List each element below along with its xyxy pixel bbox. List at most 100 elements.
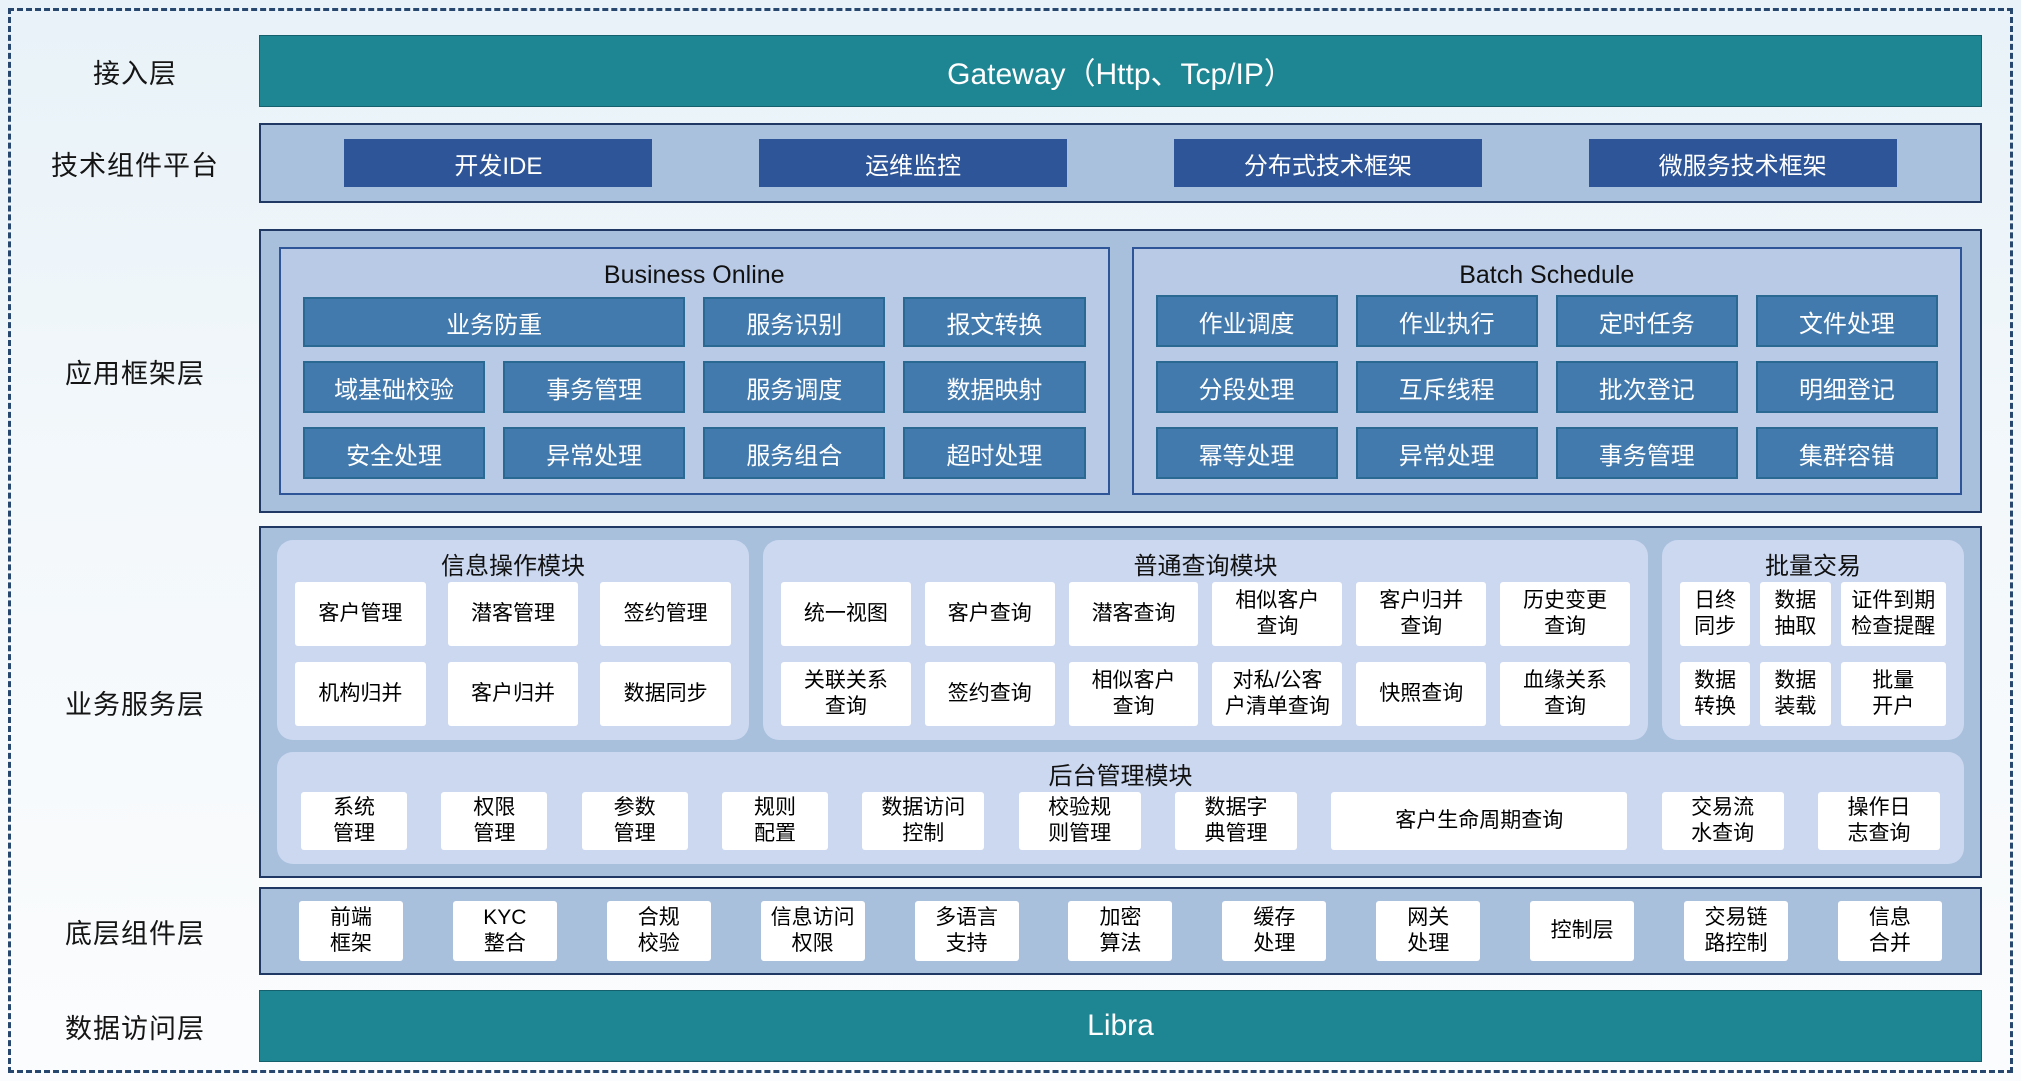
batch-schedule-item: 幂等处理 xyxy=(1155,427,1338,479)
batch-schedule-rows: 作业调度作业执行定时任务文件处理分段处理互斥线程批次登记明细登记幂等处理异常处理… xyxy=(1155,295,1938,479)
business-online-row1: 业务防重服务识别报文转换 xyxy=(303,297,1086,347)
admin-module-item: 操作日 志查询 xyxy=(1817,792,1940,850)
info-operation-item: 客户归并 xyxy=(447,662,579,726)
admin-module-item: 校验规 则管理 xyxy=(1018,792,1141,850)
libra-bar: Libra xyxy=(259,990,1982,1062)
business-online-panel: Business Online 业务防重服务识别报文转换 域基础校验事务管理服务… xyxy=(279,247,1110,495)
business-service-label: 业务服务层 xyxy=(65,689,205,720)
band-access-layer: 接入层 Gateway（Http、Tcp/IP） xyxy=(11,35,1982,107)
base-component-item: 控制层 xyxy=(1530,901,1635,961)
business-online-item: 事务管理 xyxy=(503,361,686,413)
base-component-item: 信息访问 权限 xyxy=(760,901,865,961)
ordinary-query-item: 统一视图 xyxy=(781,582,911,646)
admin-module-item: 参数 管理 xyxy=(581,792,688,850)
app-framework-label: 应用框架层 xyxy=(65,358,205,389)
batch-transaction-grid: 日终 同步数据 抽取证件到期 检查提醒数据 转换数据 装载批量 开户 xyxy=(1680,582,1946,726)
business-online-item: 报文转换 xyxy=(903,297,1086,347)
batch-schedule-item: 集群容错 xyxy=(1755,427,1938,479)
tech-platform-strip: 开发IDE 运维监控 分布式技术框架 微服务技术框架 xyxy=(259,123,1982,203)
band-tech-platform: 技术组件平台 开发IDE 运维监控 分布式技术框架 微服务技术框架 xyxy=(11,123,1982,203)
business-online-item: 数据映射 xyxy=(903,361,1086,413)
ordinary-query-title: 普通查询模块 xyxy=(1133,552,1278,580)
batch-schedule-item: 定时任务 xyxy=(1555,295,1738,347)
tech-component: 分布式技术框架 xyxy=(1173,139,1482,187)
admin-module-title: 后台管理模块 xyxy=(1048,762,1193,790)
ordinary-query-item: 客户归并 查询 xyxy=(1356,582,1487,646)
app-framework-strip: Business Online 业务防重服务识别报文转换 域基础校验事务管理服务… xyxy=(259,229,1982,513)
business-online-item: 异常处理 xyxy=(503,427,686,479)
batch-schedule-item: 作业调度 xyxy=(1155,295,1338,347)
base-component-item: 前端 框架 xyxy=(299,901,403,961)
batch-schedule-item: 事务管理 xyxy=(1555,427,1738,479)
batch-schedule-item: 互斥线程 xyxy=(1355,361,1538,413)
band-app-framework: 应用框架层 Business Online 业务防重服务识别报文转换 域基础校验… xyxy=(11,229,1982,513)
tech-platform-label: 技术组件平台 xyxy=(51,150,219,181)
info-operation-title: 信息操作模块 xyxy=(441,552,585,580)
batch-transaction-item: 批量 开户 xyxy=(1840,662,1946,726)
band-data-access: 数据访问层 Libra xyxy=(11,990,1982,1062)
admin-module: 后台管理模块 系统 管理权限 管理参数 管理规则 配置数据访问 控制校验规 则管… xyxy=(277,752,1964,864)
info-operation-item: 签约管理 xyxy=(600,582,731,646)
business-online-item: 超时处理 xyxy=(903,427,1086,479)
ordinary-query-module: 普通查询模块 统一视图客户查询潜客查询相似客户 查询客户归并 查询历史变更 查询… xyxy=(763,540,1648,740)
batch-transaction-item: 数据 转换 xyxy=(1680,662,1751,726)
business-online-item: 安全处理 xyxy=(303,427,486,479)
base-component-item: 交易链 路控制 xyxy=(1684,901,1789,961)
admin-module-item: 交易流 水查询 xyxy=(1661,792,1784,850)
info-operation-item: 数据同步 xyxy=(600,662,731,726)
admin-module-row: 系统 管理权限 管理参数 管理规则 配置数据访问 控制校验规 则管理数据字 典管… xyxy=(301,792,1940,850)
admin-module-item: 系统 管理 xyxy=(301,792,407,850)
business-online-item: 服务组合 xyxy=(703,427,886,479)
batch-schedule-title: Batch Schedule xyxy=(1459,260,1635,289)
access-layer-label: 接入层 xyxy=(93,58,177,89)
info-operation-item: 机构归并 xyxy=(295,662,426,726)
ordinary-query-item: 客户查询 xyxy=(924,582,1055,646)
batch-transaction-item: 日终 同步 xyxy=(1680,582,1751,646)
business-online-item: 服务识别 xyxy=(703,297,886,347)
ordinary-query-grid: 统一视图客户查询潜客查询相似客户 查询客户归并 查询历史变更 查询关联关系 查询… xyxy=(781,582,1630,726)
admin-module-item: 数据字 典管理 xyxy=(1174,792,1297,850)
ordinary-query-item: 关联关系 查询 xyxy=(781,662,911,726)
batch-transaction-title: 批量交易 xyxy=(1765,552,1861,580)
base-components-label: 底层组件层 xyxy=(65,918,205,949)
batch-schedule-item: 分段处理 xyxy=(1155,361,1338,413)
ordinary-query-item: 签约查询 xyxy=(924,662,1055,726)
tech-component: 微服务技术框架 xyxy=(1588,139,1897,187)
business-online-item: 业务防重 xyxy=(303,297,686,347)
base-component-item: 缓存 处理 xyxy=(1222,901,1327,961)
admin-module-item: 客户生命周期查询 xyxy=(1331,792,1628,850)
ordinary-query-item: 历史变更 查询 xyxy=(1500,582,1630,646)
base-components-strip: 前端 框架 KYC 整合合规 校验信息访问 权限多语言 支持加密 算法缓存 处理网… xyxy=(259,887,1982,975)
base-component-item: 网关 处理 xyxy=(1376,901,1481,961)
ordinary-query-item: 血缘关系 查询 xyxy=(1500,662,1630,726)
admin-module-item: 权限 管理 xyxy=(441,792,548,850)
base-component-item: 合规 校验 xyxy=(606,901,711,961)
architecture-diagram: 接入层 Gateway（Http、Tcp/IP） 技术组件平台 开发IDE 运维监… xyxy=(8,8,2013,1073)
business-online-rows: 域基础校验事务管理服务调度数据映射安全处理异常处理服务组合超时处理 xyxy=(303,361,1086,479)
base-component-item: KYC 整合 xyxy=(452,901,557,961)
batch-transaction-item: 数据 装载 xyxy=(1760,662,1831,726)
base-component-item: 多语言 支持 xyxy=(914,901,1019,961)
ordinary-query-item: 快照查询 xyxy=(1356,662,1487,726)
batch-schedule-item: 批次登记 xyxy=(1555,361,1738,413)
admin-module-item: 数据访问 控制 xyxy=(862,792,985,850)
tech-component: 开发IDE xyxy=(344,139,653,187)
batch-transaction-item: 数据 抽取 xyxy=(1760,582,1831,646)
business-online-title: Business Online xyxy=(603,260,785,289)
ordinary-query-item: 相似客户 查询 xyxy=(1068,662,1199,726)
data-access-label: 数据访问层 xyxy=(65,1013,205,1044)
business-online-item: 域基础校验 xyxy=(303,361,486,413)
batch-schedule-item: 文件处理 xyxy=(1755,295,1938,347)
tech-component: 运维监控 xyxy=(759,139,1068,187)
info-operation-item: 客户管理 xyxy=(295,582,426,646)
batch-transaction-item: 证件到期 检查提醒 xyxy=(1840,582,1946,646)
base-component-item: 加密 算法 xyxy=(1068,901,1173,961)
ordinary-query-item: 对私/公客 户清单查询 xyxy=(1212,662,1343,726)
batch-schedule-panel: Batch Schedule 作业调度作业执行定时任务文件处理分段处理互斥线程批… xyxy=(1131,247,1962,495)
ordinary-query-item: 相似客户 查询 xyxy=(1212,582,1343,646)
business-online-item: 服务调度 xyxy=(703,361,886,413)
base-component-item: 信息 合并 xyxy=(1837,901,1942,961)
band-business-service: 业务服务层 信息操作模块 客户管理潜客管理签约管理机构归并客户归并数据同步 普通… xyxy=(11,526,1982,878)
info-operation-module: 信息操作模块 客户管理潜客管理签约管理机构归并客户归并数据同步 xyxy=(277,540,749,740)
batch-schedule-item: 明细登记 xyxy=(1755,361,1938,413)
